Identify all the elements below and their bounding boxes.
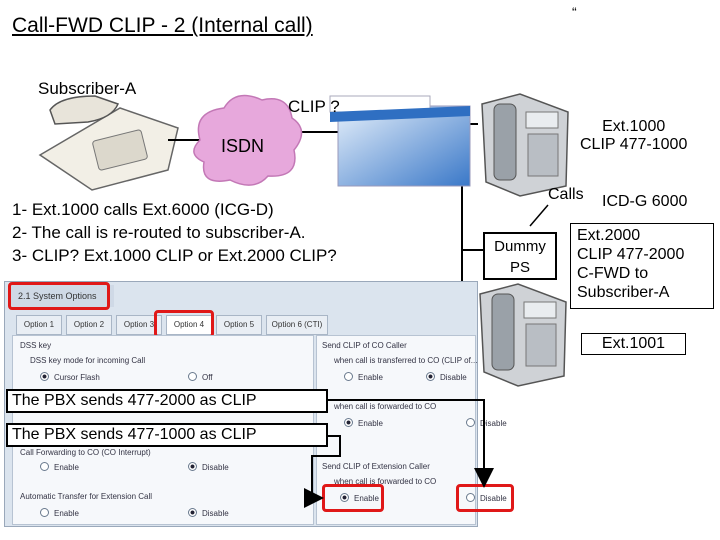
isdn-label: ISDN [221, 136, 265, 156]
subscriber-a-phone-icon [38, 95, 179, 191]
clip-question-label: CLIP ? [288, 97, 340, 116]
group-subtitle: when call is transferred to CO (CLIP of.… [334, 356, 478, 365]
dummy-ps-line1: Dummy [494, 238, 546, 255]
step-3: 3- CLIP? Ext.1000 CLIP or Ext.2000 CLIP? [12, 246, 337, 265]
steps-list: 1- Ext.1000 calls Ext.6000 (ICG-D) 2- Th… [12, 198, 337, 267]
radio-forward-co-disable[interactable]: Disable [466, 418, 507, 428]
pbx-unit-icon [329, 95, 471, 187]
group-title: Send CLIP of CO Caller [322, 341, 407, 350]
radio-dot-icon [344, 418, 353, 427]
arrow-to-disable [328, 399, 494, 488]
radio-dot-icon [40, 372, 49, 381]
pbx-2000-note: The PBX sends 477-2000 as CLIP [6, 389, 328, 413]
radio-dot-icon [340, 493, 349, 502]
radio-dot-icon [466, 493, 475, 502]
radio-dot-icon [188, 462, 197, 471]
step-1: 1- Ext.1000 calls Ext.6000 (ICG-D) [12, 200, 274, 219]
icd-group-label: ICD-G 6000 [602, 193, 688, 210]
radio-dot-icon [466, 418, 475, 427]
radio-dot-icon [188, 508, 197, 517]
radio-dot-icon [188, 372, 197, 381]
window-title: 2.1 System Options [10, 285, 114, 307]
radio-auto-disable[interactable]: Disable [188, 508, 229, 518]
isdn-cloud-icon [193, 94, 303, 186]
group-title: DSS key [20, 341, 52, 350]
subscriber-a-label: Subscriber-A [38, 79, 137, 98]
tab-option-6-cti[interactable]: Option 6 (CTI) [266, 315, 328, 335]
radio-ext-caller-enable[interactable]: Enable [340, 493, 379, 503]
ext1001-box: Ext.1001 [581, 333, 686, 355]
radio-co-enable[interactable]: Enable [40, 462, 79, 472]
ext1000-phone-icon [481, 93, 569, 197]
radio-off[interactable]: Off [188, 372, 213, 382]
ext1000-number: Ext.1000 [602, 118, 666, 135]
tab-option-2[interactable]: Option 2 [66, 315, 112, 335]
dummy-ps-line2: PS [509, 259, 530, 276]
group-subtitle: DSS key mode for incoming Call [30, 356, 146, 365]
radio-ext-caller-disable[interactable]: Disable [466, 493, 507, 503]
group-title: Automatic Transfer for Extension Call [20, 492, 153, 501]
tab-option-1[interactable]: Option 1 [16, 315, 62, 335]
radio-co-disable[interactable]: Disable [188, 462, 229, 472]
ext2000-line: C-FWD to [577, 265, 649, 282]
calls-label: Calls [548, 186, 584, 203]
radio-auto-enable[interactable]: Enable [40, 508, 79, 518]
radio-dot-icon [40, 462, 49, 471]
group-subtitle: when call is forwarded to CO [334, 477, 437, 486]
stray-quote-mark: “ [572, 4, 577, 20]
arrow-to-enable [304, 435, 341, 508]
tab-option-3[interactable]: Option 3 [116, 315, 162, 335]
ext2000-line: Subscriber-A [577, 284, 670, 301]
radio-dot-icon [344, 372, 353, 381]
radio-transfer-enable[interactable]: Enable [344, 372, 383, 382]
radio-dot-icon [40, 508, 49, 517]
radio-forward-co-enable[interactable]: Enable [344, 418, 383, 428]
ext1000-label: Ext.1000 CLIP 477-1000 [580, 118, 687, 154]
slide-title: Call-FWD CLIP - 2 (Internal call) [12, 14, 313, 37]
ext2000-line: CLIP 477-2000 [577, 246, 685, 263]
radio-dot-icon [426, 372, 435, 381]
pbx-1000-note: The PBX sends 477-1000 as CLIP [6, 423, 328, 447]
group-title: Call Forwarding to CO (CO Interrupt) [20, 448, 151, 457]
ext1000-clip: CLIP 477-1000 [580, 136, 688, 153]
group-subtitle: when call is forwarded to CO [334, 402, 437, 411]
dummy-ps-box: Dummy PS [483, 232, 557, 280]
radio-cursor-flash[interactable]: Cursor Flash [40, 372, 100, 382]
radio-transfer-disable[interactable]: Disable [426, 372, 467, 382]
ext2000-line: Ext.2000 [577, 227, 641, 244]
ext2000-box: Ext.2000 CLIP 477-2000 C-FWD to Subscrib… [570, 223, 714, 309]
tab-option-5[interactable]: Option 5 [216, 315, 262, 335]
window-title-highlight [8, 282, 110, 310]
group-title: Send CLIP of Extension Caller [322, 462, 430, 471]
step-2: 2- The call is re-routed to subscriber-A… [12, 223, 306, 242]
ext1001-phone-icon [479, 283, 567, 387]
line-calls [529, 204, 549, 227]
